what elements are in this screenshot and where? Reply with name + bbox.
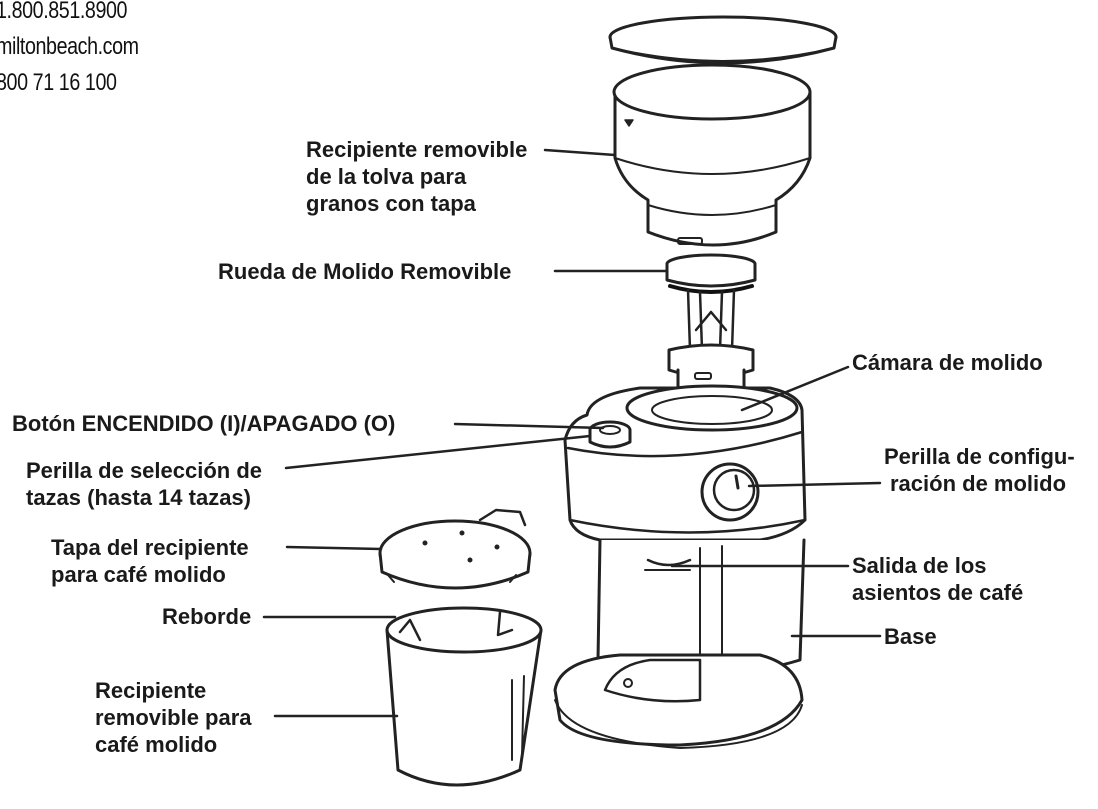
label-lid: Tapa del recipiente para café molido [51,535,249,587]
leader-chamber [740,365,850,412]
website: miltonbeach.com [0,33,139,60]
label-burr: Rueda de Molido Removible [218,259,512,284]
label-outlet: Salida de los asientos de café [852,553,1024,605]
grinder-body [553,384,807,749]
label-cups-knob: Perilla de selección de tazas (hasta 14 … [26,458,263,510]
label-base: Base [884,624,937,649]
leader-cups-knob [284,434,592,470]
phone-us: 1.800.851.8900 [0,0,128,24]
leader-power [453,422,605,430]
label-chamber: Cámara de molido [852,350,1043,375]
label-power: Botón ENCENDIDO (I)/APAGADO (O) [12,411,396,436]
leader-hopper [543,148,617,157]
hopper-lid [608,15,838,65]
leader-lines [262,148,882,718]
coffee-container [385,606,543,787]
hopper [612,63,812,247]
label-hopper: Recipiente removible de la tolva para gr… [306,137,528,216]
label-rim: Reborde [162,604,252,629]
leader-grind-knob [747,481,882,488]
leader-lid [285,545,383,551]
label-grind-knob: Perilla de configu- ración de molido [884,444,1075,496]
label-container: Recipiente removible para café molido [95,678,252,757]
burr-assembly [665,253,757,396]
container-lid [378,508,532,590]
phone-mx: 800 71 16 100 [0,69,117,96]
